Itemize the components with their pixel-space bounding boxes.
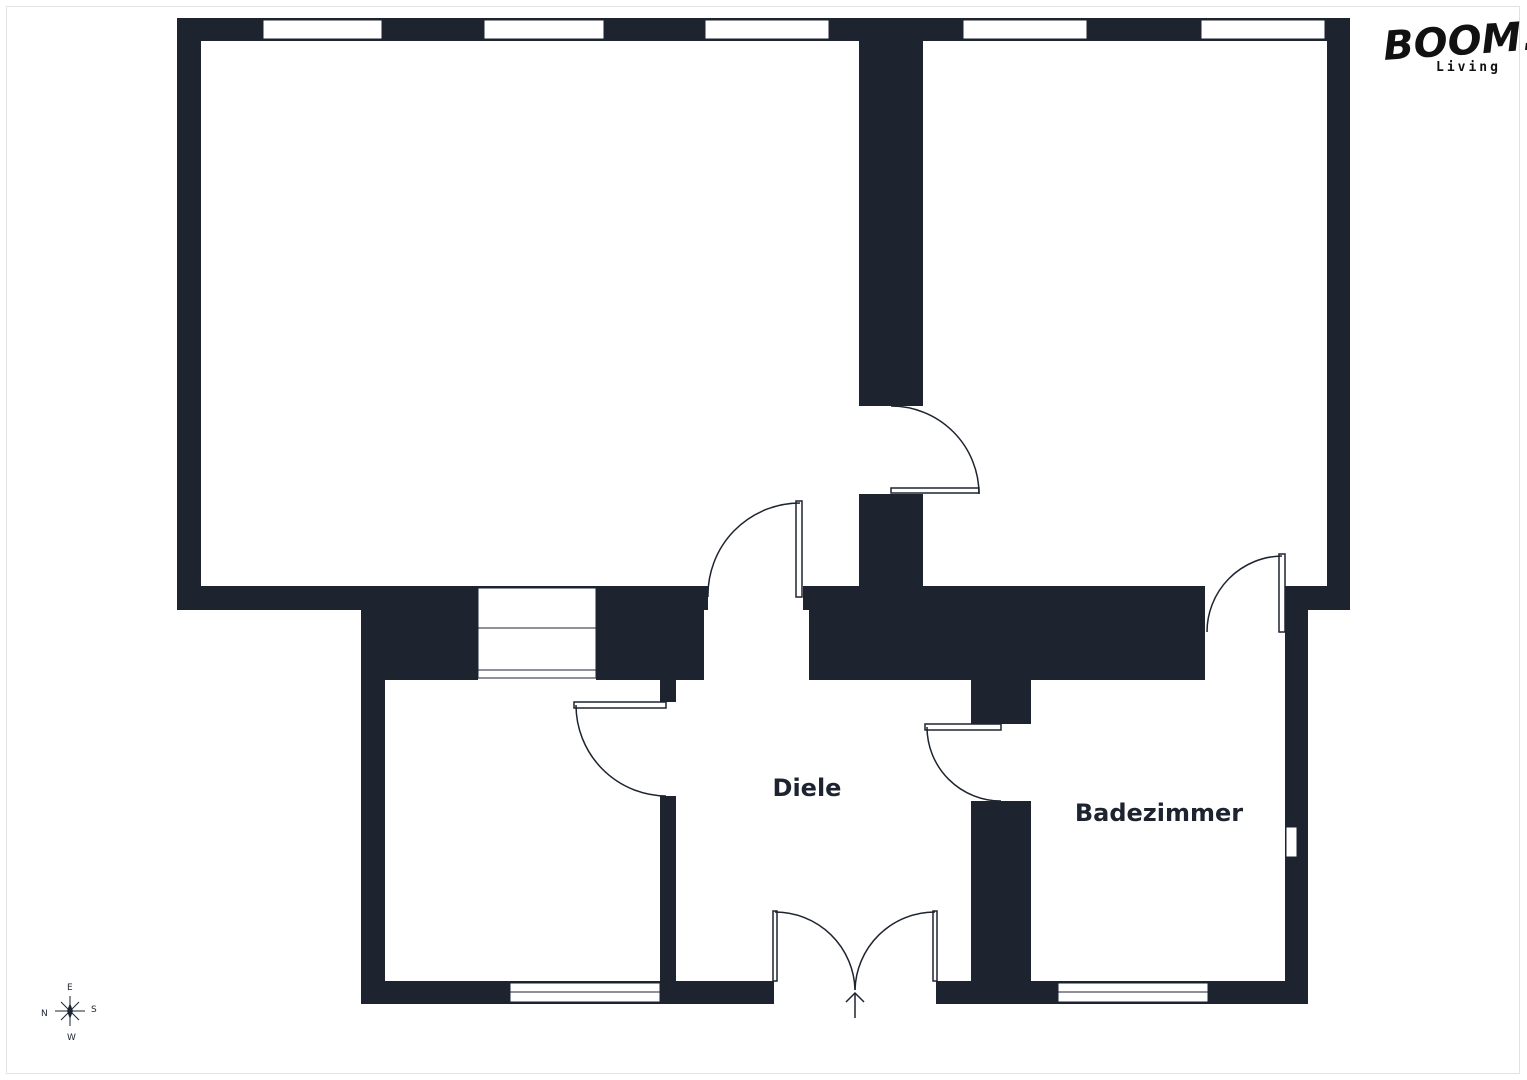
compass-west: W <box>67 1033 76 1043</box>
window-top-1 <box>262 19 383 40</box>
block-small <box>660 676 676 702</box>
wall-bedroom-diele <box>660 796 676 1004</box>
door-leaf-upper <box>795 500 803 598</box>
room-label-diele: Diele <box>773 774 842 802</box>
door-swing-central <box>890 405 980 495</box>
block-center-right <box>809 586 1205 680</box>
door-leaf-entry-left <box>772 910 778 982</box>
wall-left <box>177 18 201 610</box>
window-top-4 <box>962 19 1088 40</box>
window-top-5 <box>1200 19 1326 40</box>
door-swing-bath <box>926 726 1002 802</box>
entrance-arrow-icon <box>845 991 865 1018</box>
windows <box>262 19 1326 1003</box>
logo-sub-text: Living <box>1436 60 1501 75</box>
wall-right-upper <box>1327 18 1350 610</box>
door-leaf-central <box>890 487 980 494</box>
door-leaf-bath <box>924 723 1002 731</box>
door-leaf-bath-right <box>1278 553 1286 633</box>
doors <box>573 405 1286 991</box>
compass-south: S <box>91 1005 97 1015</box>
door-swing-entry-left <box>774 911 856 991</box>
window-lines <box>478 627 1208 993</box>
wall-central-upper <box>859 18 923 406</box>
logo-main-text: BOOM! <box>1382 13 1527 70</box>
window-top-3 <box>704 19 830 40</box>
block-center-left <box>596 586 704 680</box>
block-bath-top <box>971 676 1031 724</box>
door-swing-bedroom <box>575 704 667 797</box>
room-label-badezimmer: Badezimmer <box>1075 799 1243 827</box>
door-swing-upper <box>707 502 801 598</box>
door-swing-bath-right <box>1206 555 1283 633</box>
compass-east: E <box>67 983 73 993</box>
window-top-2 <box>483 19 605 40</box>
window-niche <box>477 587 597 679</box>
wall-diele-bath <box>971 801 1031 1004</box>
wall-right-lower <box>1285 586 1308 1004</box>
wall-lower-left <box>361 586 385 1004</box>
logo: BOOM! Living <box>1382 13 1527 75</box>
compass-icon: E N S W <box>41 983 97 1043</box>
door-swing-entry-right <box>854 911 936 991</box>
door-leaf-bedroom <box>573 701 667 709</box>
window-bath-side <box>1285 826 1298 858</box>
door-leaf-entry-right <box>932 910 938 982</box>
drawing-frame <box>6 6 1520 1074</box>
compass-north: N <box>41 1009 48 1019</box>
walls <box>177 18 1350 1004</box>
